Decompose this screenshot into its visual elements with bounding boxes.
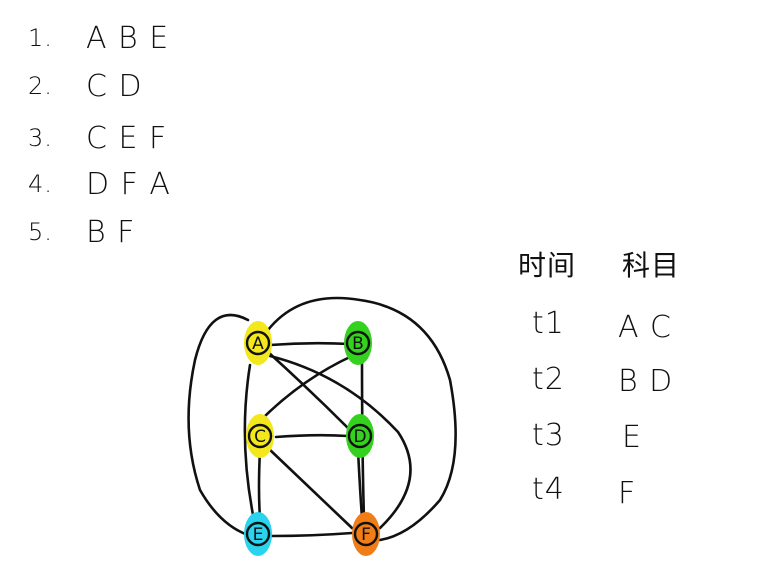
graph-nodes: A B C D E F [244,321,380,556]
edge-A-D [266,350,354,434]
node-D: D [346,414,374,458]
time-cell: t1 [532,306,565,341]
schedule-table: 时间 科目 t1 A C t2 B D t3 E t4 F [510,238,740,518]
edge-outer-left [187,313,250,537]
node-outline [245,330,271,356]
node-fill [244,321,272,365]
list-text: C E F [86,120,168,156]
edge-C-F [266,446,354,530]
edge-C-E [257,448,262,520]
edge-E-F [270,531,354,538]
edge-outer-right [266,296,457,542]
node-F: F [352,512,380,556]
list-number: 4. [28,170,53,198]
subject-cell: F [618,476,637,511]
list-item: 2. C D [28,66,143,106]
list-item: 3. C E F [28,118,167,158]
subject-cell: E [622,420,642,455]
list-text: D F A [86,166,171,202]
node-outline [247,423,273,449]
edge-C-D [274,433,350,439]
edge-A-B [268,341,352,347]
list-item: 5. B F [28,212,135,252]
node-C: C [246,414,274,458]
node-fill [244,512,272,556]
node-fill [246,414,274,458]
node-fill [346,414,374,458]
list-text: C D [86,68,143,104]
node-label: E [253,525,264,545]
time-cell: t4 [532,472,565,507]
list-number: 2. [28,72,53,100]
edge-D-F [356,448,364,520]
time-cell: t2 [532,362,565,397]
node-outline [245,521,271,547]
node-label: C [254,427,266,447]
subject-cell: B D [618,364,674,399]
node-outline [353,521,379,547]
edge-B-E [256,354,354,425]
header-subject: 科目 [622,249,681,282]
node-A: A [244,321,272,365]
list-item: 4. D F A [28,164,171,204]
node-outline [347,423,373,449]
time-cell: t3 [532,418,565,453]
node-fill [352,512,380,556]
node-label: B [352,334,364,354]
list-number: 3. [28,124,53,152]
graph-edges [187,296,457,542]
list-text: B F [86,214,136,250]
node-outline [345,330,371,356]
edge-A-E [243,363,256,522]
list-number: 5. [28,218,53,246]
list-text: A B E [86,20,170,56]
node-label: F [361,525,371,545]
node-label: D [353,427,366,447]
header-time: 时间 [518,249,577,282]
node-B: B [344,321,372,365]
node-label: A [252,334,264,354]
node-fill [344,321,372,365]
subject-cell: A C [618,310,673,345]
node-E: E [244,512,272,556]
list-number: 1. [28,24,53,52]
edge-A-F [268,354,412,530]
list-item: 1. A B E [28,18,169,58]
